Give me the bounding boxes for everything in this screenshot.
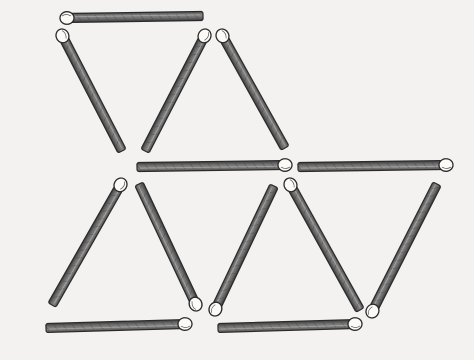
matchstick-body xyxy=(135,182,198,303)
matchstick-upper-left-diagonal xyxy=(54,27,128,154)
matchstick-middle-horizontal-right xyxy=(297,159,453,174)
matchstick-highlight xyxy=(55,192,118,303)
matchstick-body xyxy=(288,185,364,312)
matchstick-upper-middle-diagonal xyxy=(139,27,213,154)
matchstick-middle-horizontal-left xyxy=(136,159,292,174)
matchstick-top-horizontal xyxy=(60,10,203,25)
matchstick-highlight xyxy=(218,188,272,301)
matchstick-bottom-horizontal-left xyxy=(45,318,192,335)
matchstick-head xyxy=(178,318,192,331)
matchstick-body xyxy=(213,184,278,308)
matchstick-head xyxy=(439,159,453,172)
matchstick-lower-middle-diagonal xyxy=(207,183,280,318)
matchstick-lower-right-inner-diagonal xyxy=(282,176,366,313)
matchstick-head xyxy=(278,159,292,172)
matchstick-highlight xyxy=(67,42,121,147)
matchstick-body xyxy=(48,185,123,307)
matchstick-body xyxy=(370,182,441,310)
matchstick-body xyxy=(70,12,203,23)
matchstick-lower-left-outer-diagonal xyxy=(47,176,130,308)
matchstick-highlight xyxy=(139,187,191,297)
matchstick-body xyxy=(60,37,126,153)
matchstick-head xyxy=(60,12,74,25)
matchstick-highlight xyxy=(295,191,359,307)
matchstick-highlight xyxy=(147,44,201,149)
matchstick-highlight xyxy=(227,42,284,145)
matchstick-upper-right-diagonal xyxy=(214,27,291,151)
matchstick-highlight xyxy=(375,186,435,303)
matchstick-lower-left-inner-diagonal xyxy=(133,181,204,313)
matchstick-lower-right-outer-diagonal xyxy=(364,181,443,320)
matchstick-head xyxy=(348,318,362,331)
matchstick-bottom-horizontal-right xyxy=(218,318,362,335)
matchstick-body xyxy=(298,161,443,172)
matchstick-body xyxy=(137,161,282,172)
